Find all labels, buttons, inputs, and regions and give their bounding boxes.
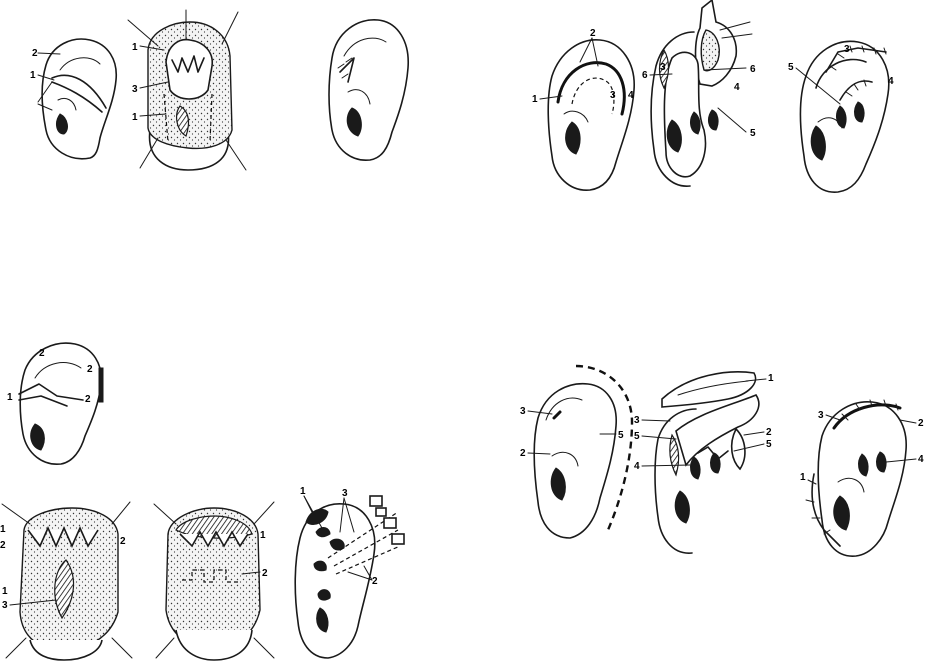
panel-c4-ear-grafts: 1 3 2: [288, 482, 420, 662]
ear-canal: [810, 125, 826, 161]
callout-label: 6: [750, 64, 756, 75]
callout-label: 3: [610, 90, 616, 101]
callout-label: 4: [918, 454, 924, 465]
panel-d1-ear-outline: 3 2 5: [520, 362, 642, 542]
callout-label: 3: [660, 62, 666, 73]
ear-canal: [666, 119, 682, 153]
callout-label: 1: [2, 586, 8, 597]
panel-c1-ear: 2 2 1 2: [5, 338, 107, 468]
callout-label: 1: [532, 94, 538, 105]
callout-label: 2: [766, 427, 772, 438]
callout-label: 3: [2, 600, 8, 611]
ear-canal: [56, 113, 68, 135]
panel-c3-flap: 1 2: [152, 500, 276, 661]
suture-line: [825, 47, 887, 73]
callout-label: 1: [132, 112, 138, 123]
panel-a2-flap: 1 3 1: [127, 9, 248, 175]
callout-label: 4: [888, 76, 894, 87]
ear-helix-outline: [328, 19, 409, 161]
ear-helix-outline: [19, 342, 102, 465]
callout-label: 1: [768, 373, 774, 384]
ear-canal: [833, 495, 850, 531]
panel-d2-graft: 1 3 5 2 5 4: [628, 365, 788, 557]
ear-helix-outline: [650, 31, 695, 187]
hatched-cartilage: [54, 559, 75, 620]
incision-line-2: [51, 81, 103, 113]
callout-label: 2: [590, 28, 596, 39]
callout-label: 1: [300, 486, 306, 497]
panel-b3-ear-sutured: 5 3 4: [788, 22, 898, 197]
callout-label: 1: [132, 42, 138, 53]
incision-line: [51, 74, 107, 109]
callout-label: 3: [818, 410, 824, 421]
callout-label: 6: [642, 70, 648, 81]
callout-label: 2: [85, 394, 91, 405]
ear-helix-outline: [294, 503, 376, 659]
panel-b2-flap: 3 6 6 4 5: [642, 0, 764, 190]
callout-label: 2: [32, 48, 38, 59]
callout-label: 1: [7, 392, 13, 403]
ear-helix-outline: [654, 408, 697, 554]
callout-label: 3: [342, 488, 348, 499]
ear-canal: [550, 467, 566, 501]
graft-outline-dashed: [575, 364, 634, 531]
callout-label: 4: [634, 461, 640, 472]
callout-label: 1: [800, 472, 806, 483]
panel-a1-ear: 2 1: [30, 30, 120, 170]
callout-label: 1: [0, 524, 6, 535]
suture-line: [811, 473, 841, 547]
ear-helix-outline: [547, 39, 635, 191]
panel-d3-ear-sutured: 3 2 1 4: [800, 378, 928, 560]
callout-label: 4: [734, 82, 740, 93]
callout-label: 5: [618, 430, 624, 441]
ear-helix-outline: [41, 38, 117, 160]
callout-label: 2: [120, 536, 126, 547]
ear-canal: [316, 607, 329, 633]
callout-label: 2: [39, 348, 45, 359]
callout-label: 2: [87, 364, 93, 375]
callout-label: 5: [766, 439, 772, 450]
callout-label: 1: [30, 70, 36, 81]
ear-canal: [346, 107, 362, 137]
tube-graft: [661, 371, 757, 408]
heavy-suture-line: [832, 403, 902, 430]
panel-c2-flap: 1 2 2 1 3: [0, 500, 134, 661]
callout-label: 2: [520, 448, 526, 459]
callout-label: 5: [788, 62, 794, 73]
callout-label: 1: [260, 530, 266, 541]
callout-label: 3: [634, 415, 640, 426]
antihelix-line: [59, 57, 101, 71]
ear-canal: [674, 490, 690, 524]
ear-helix-outline: [817, 401, 907, 557]
callout-label: 2: [262, 568, 268, 579]
callout-label: 3: [844, 44, 850, 55]
callout-label: 2: [0, 540, 6, 551]
callout-label: 2: [918, 418, 924, 429]
callout-label: 5: [750, 128, 756, 139]
ear-canal: [565, 121, 581, 155]
callout-label: 3: [132, 84, 138, 95]
incision-heavy: [556, 61, 626, 116]
callout-label: 4: [628, 90, 634, 101]
callout-label: 3: [520, 406, 526, 417]
ear-helix-outline: [799, 40, 890, 193]
panel-a3-ear-sutured: [318, 12, 410, 164]
callout-label: 5: [634, 431, 640, 442]
ear-helix-outline: [533, 382, 617, 539]
ear-canal: [30, 423, 45, 451]
callout-label: 2: [372, 576, 378, 587]
panel-b1-ear: 2 1 3 4: [532, 22, 642, 194]
